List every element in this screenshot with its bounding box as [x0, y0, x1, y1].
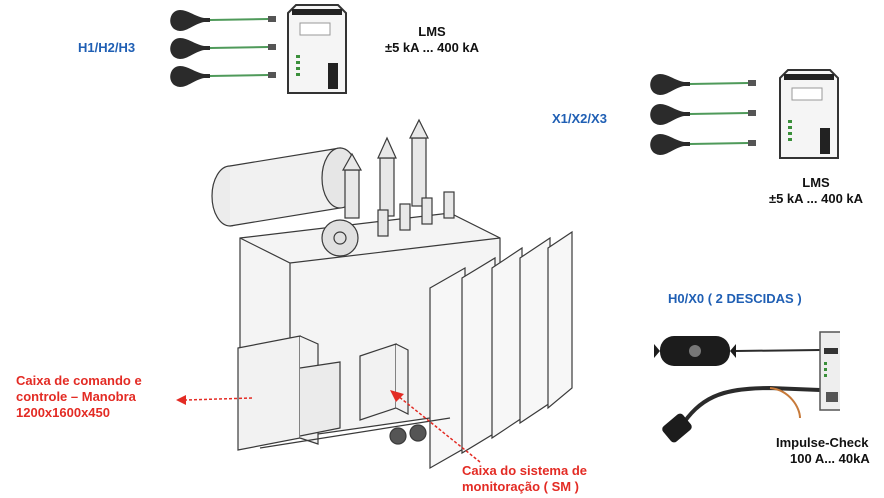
lv-clamp-sensors: [650, 74, 756, 155]
hv-clamp-sensor-2: [170, 38, 276, 59]
lms-right-label: LMS ±5 kA ... 400 kA: [748, 175, 884, 207]
neutral-sensors-icon: [654, 331, 840, 443]
lms-device-right-icon: [779, 69, 839, 159]
neutral-clamp-sensor: [654, 336, 821, 366]
lv-clamp-sensor-1: [650, 74, 756, 95]
control-box-callout: Caixa de comando e controle – Manobra 12…: [16, 373, 186, 421]
radiators: [429, 230, 573, 470]
impulse-check-name: Impulse-Check: [776, 435, 869, 450]
lms-top-range: ±5 kA ... 400 kA: [384, 40, 480, 55]
control-box-line2: controle – Manobra: [16, 389, 136, 404]
control-box-line3: 1200x1600x450: [16, 405, 110, 420]
lms-top-label: LMS ±5 kA ... 400 kA: [352, 24, 512, 56]
power-transformer-illustration: [211, 118, 573, 470]
neutral-cable-sensor: [662, 385, 821, 443]
monitoring-box-line1: Caixa do sistema de: [462, 463, 587, 478]
hv-clamp-sensors: [170, 10, 276, 87]
monitoring-box-line2: monitoração ( SM ): [462, 479, 580, 494]
lms-right-range: ±5 kA ... 400 kA: [768, 191, 864, 206]
impulse-check-range: 100 A... 40kA: [790, 451, 870, 466]
control-box-arrow: [176, 395, 253, 405]
lv-clamp-sensor-3: [650, 134, 756, 155]
hv-clamp-sensor-3: [170, 66, 276, 87]
monitoring-box-callout: Caixa do sistema de monitoração ( SM ): [462, 463, 632, 495]
hv-group-label: H1/H2/H3: [78, 40, 136, 55]
neutral-group-label: H0/X0 ( 2 DESCIDAS ): [668, 291, 802, 306]
control-cabinet: [237, 335, 341, 451]
impulse-check-device: [819, 331, 840, 411]
lv-group-label: X1/X2/X3: [552, 111, 607, 126]
monitoring-box-arrow: [390, 390, 481, 463]
lms-top-name: LMS: [418, 24, 446, 39]
lms-right-name: LMS: [802, 175, 830, 190]
hv-clamp-sensor-1: [170, 10, 276, 31]
lv-clamp-sensor-2: [650, 104, 756, 125]
control-box-line1: Caixa de comando e: [16, 373, 142, 388]
impulse-check-label: Impulse-Check 100 A... 40kA: [776, 435, 884, 467]
lv-bushings: [377, 191, 455, 237]
lms-device-top-icon: [287, 4, 347, 94]
hv-bushings: [341, 118, 429, 219]
